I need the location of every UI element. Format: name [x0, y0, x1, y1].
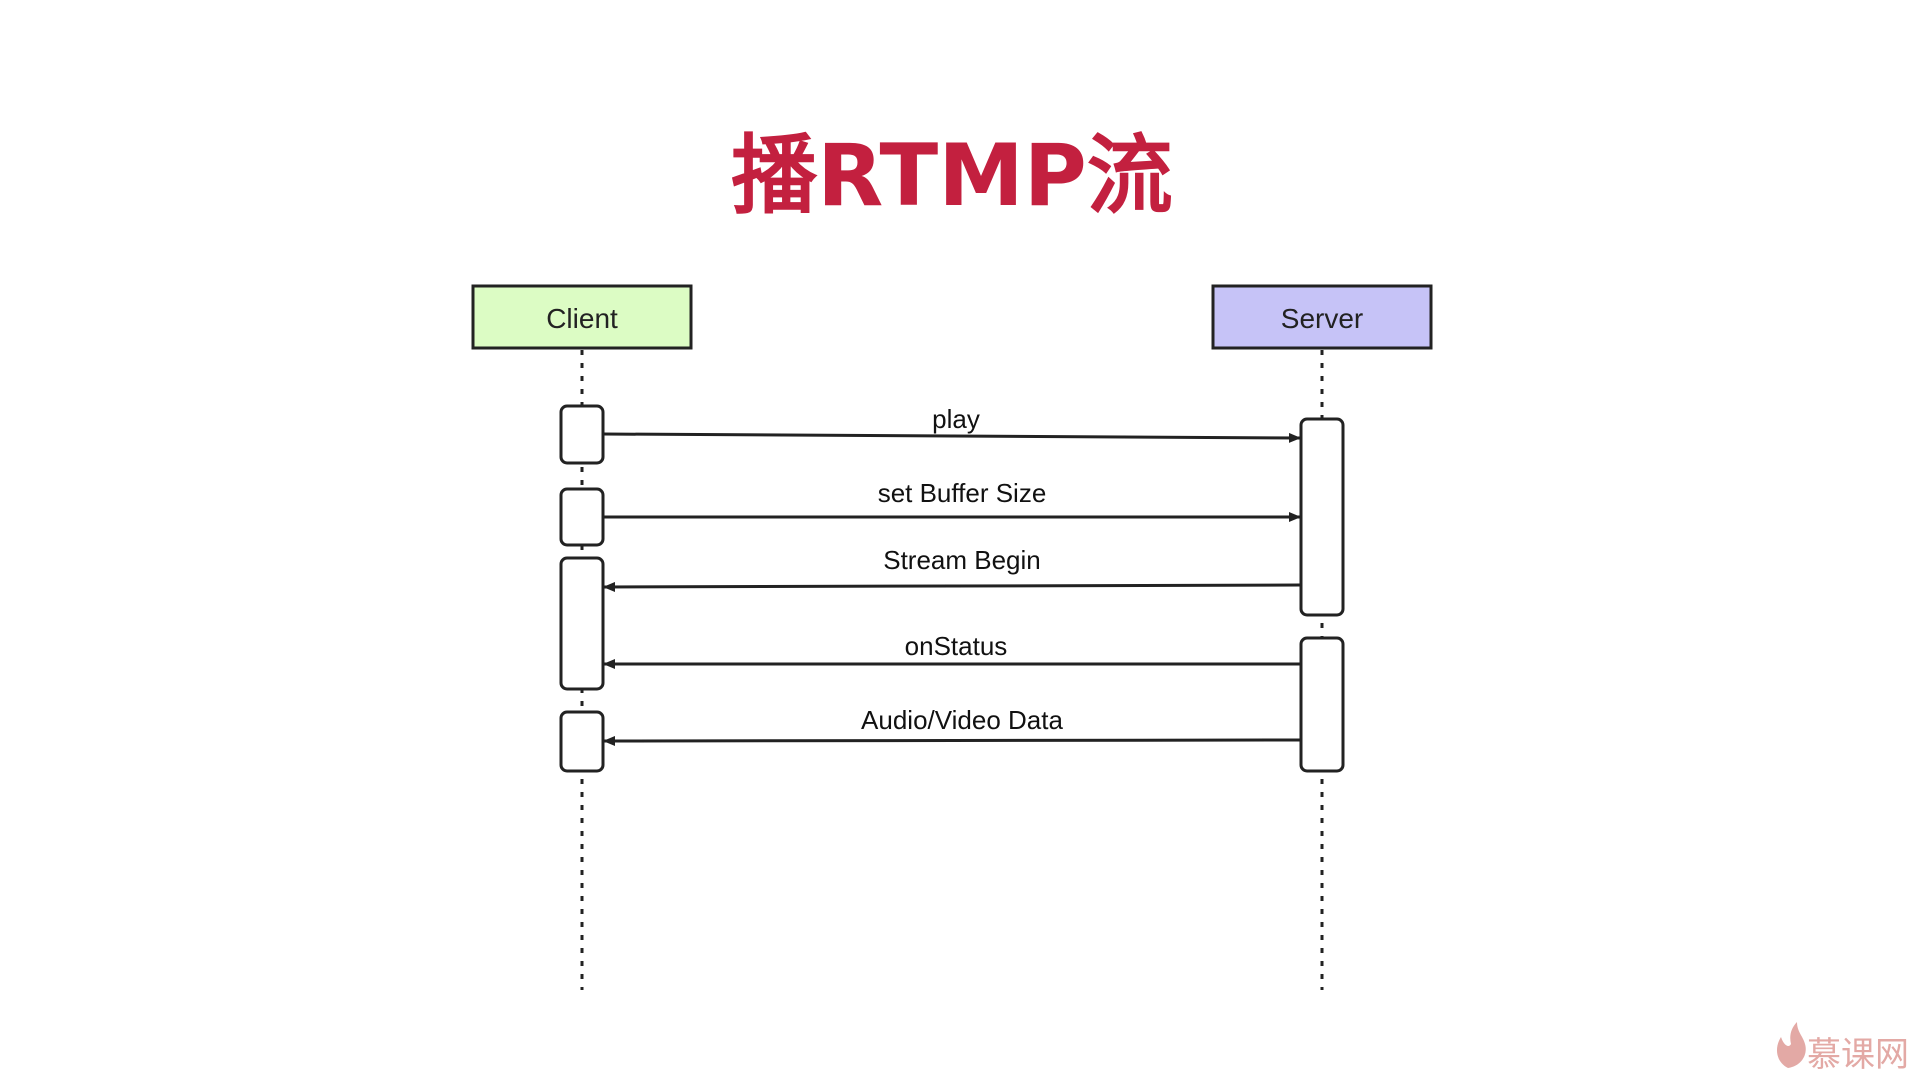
- message-stream-begin: Stream Begin: [603, 545, 1302, 592]
- message-audio-video-data-label: Audio/Video Data: [861, 705, 1063, 735]
- message-set-buffer-size-label: set Buffer Size: [878, 478, 1047, 508]
- client-activation-1: [559, 404, 605, 465]
- watermark: 慕课网: [1776, 1022, 1909, 1075]
- server-activation-1: [1299, 417, 1345, 617]
- actor-server-label: Server: [1281, 303, 1363, 334]
- diagram-title: 播RTMP流: [731, 126, 1173, 226]
- message-play-arrow: [602, 432, 1301, 443]
- server-activation-2: [1299, 636, 1345, 773]
- client-activation-2: [559, 487, 605, 547]
- actor-server-box: [1211, 284, 1433, 350]
- message-set-buffer-size: set Buffer Size: [603, 478, 1301, 522]
- client-activation-4: [559, 710, 605, 773]
- actor-client-box: [471, 284, 693, 350]
- message-stream-begin-label: Stream Begin: [883, 545, 1041, 575]
- message-play: play: [602, 404, 1301, 443]
- flame-icon: [1776, 1022, 1806, 1068]
- message-onstatus: onStatus: [603, 631, 1301, 669]
- actor-server: Server: [1211, 284, 1433, 350]
- client-activation-3: [559, 556, 605, 691]
- actor-client-label: Client: [546, 303, 618, 334]
- watermark-text: 慕课网: [1807, 1035, 1909, 1075]
- message-audio-video-data: Audio/Video Data: [603, 705, 1302, 746]
- message-stream-begin-arrow: [603, 581, 1302, 592]
- message-audio-video-data-arrow: [603, 735, 1302, 746]
- message-onstatus-label: onStatus: [905, 631, 1008, 661]
- actor-client: Client: [471, 284, 693, 350]
- message-play-label: play: [932, 404, 980, 434]
